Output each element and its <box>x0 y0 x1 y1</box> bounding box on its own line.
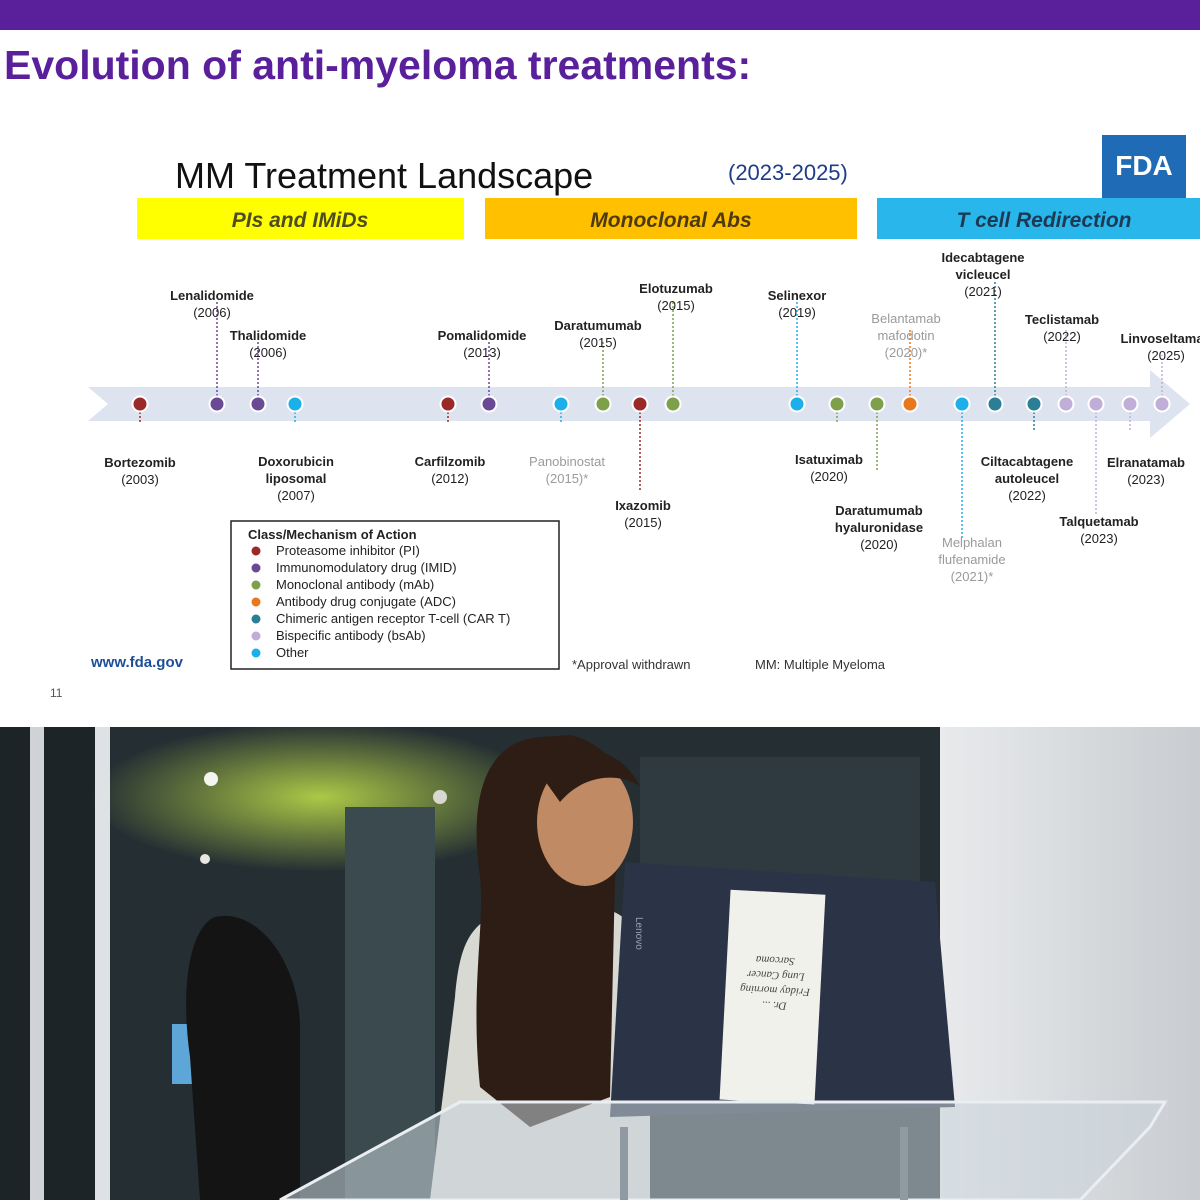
legend-item-label: Monoclonal antibody (mAb) <box>276 577 434 592</box>
legend-swatch <box>251 546 261 556</box>
legend-swatch <box>251 563 261 573</box>
laptop-brand: Lenovo <box>633 917 644 950</box>
timeline-marker <box>480 395 498 413</box>
landscape-years: (2023-2025) <box>728 160 848 185</box>
timeline-marker <box>1087 395 1105 413</box>
legend-item-label: Bispecific antibody (bsAb) <box>276 628 426 643</box>
timeline-marker <box>286 395 304 413</box>
timeline-label: Thalidomide(2006) <box>230 328 307 360</box>
timeline-label: Talquetamab(2023) <box>1059 514 1138 546</box>
timeline-label: Bortezomib(2003) <box>104 455 176 487</box>
fda-website: www.fda.gov <box>90 654 184 671</box>
timeline-label: Ixazomib(2015) <box>615 498 671 530</box>
legend-item-label: Other <box>276 645 309 660</box>
handwritten-note-line: Lung Cancer <box>746 968 806 983</box>
category-bar-pis <box>137 198 464 239</box>
category-bar-pis-label: PIs and IMiDs <box>232 209 369 232</box>
slide-page-number: 11 <box>50 686 63 700</box>
top-accent-bar <box>0 0 1200 30</box>
handwritten-note-line: Dr. ... <box>762 998 788 1011</box>
fda-logo: FDA <box>1115 150 1173 181</box>
legend-swatch <box>251 580 261 590</box>
handwritten-note-line: Friday morning <box>739 982 811 998</box>
timeline-marker <box>631 395 649 413</box>
timeline-label: Selinexor(2019) <box>768 288 827 320</box>
timeline-label: Panobinostat(2015)* <box>529 454 605 486</box>
timeline-marker <box>439 395 457 413</box>
legend-box <box>230 520 560 670</box>
timeline-markers <box>131 395 1171 413</box>
timeline-label: Teclistamab(2022) <box>1025 312 1099 344</box>
timeline-marker <box>953 395 971 413</box>
timeline-label: Elotuzumab(2015) <box>639 281 713 313</box>
legend-swatch <box>251 631 261 641</box>
footnote-withdrawn: *Approval withdrawn <box>572 657 691 672</box>
treatment-landscape-diagram: MM Treatment Landscape (2023-2025) FDA P… <box>50 135 1200 700</box>
timeline-label: Pomalidomide(2013) <box>438 328 527 360</box>
timeline-marker <box>664 395 682 413</box>
speaker-photo: Dr. ... Friday morning Lung Cancer Sarco… <box>0 727 1200 1200</box>
timeline-connectors <box>139 282 1163 540</box>
legend-item-label: Immunomodulatory drug (IMID) <box>276 560 457 575</box>
timeline-marker <box>1153 395 1171 413</box>
timeline-marker <box>788 395 806 413</box>
timeline-marker <box>828 395 846 413</box>
legend-items: Proteasome inhibitor (PI) Immunomodulator… <box>251 543 510 660</box>
timeline-marker <box>552 395 570 413</box>
category-bar-mabs <box>485 198 857 239</box>
timeline-label: Isatuximab(2020) <box>795 452 863 484</box>
slide-heading: Evolution of anti-myeloma treatments: <box>4 42 752 88</box>
legend-swatch <box>251 648 261 658</box>
timeline-marker <box>208 395 226 413</box>
legend-item-label: Antibody drug conjugate (ADC) <box>276 594 456 609</box>
landscape-title: MM Treatment Landscape <box>175 155 593 196</box>
legend-item-label: Chimeric antigen receptor T-cell (CAR T) <box>276 611 510 626</box>
timeline-marker <box>1057 395 1075 413</box>
category-bar-mabs-label: Monoclonal Abs <box>590 209 751 232</box>
footnote-mm: MM: Multiple Myeloma <box>755 657 886 672</box>
timeline-labels: Bortezomib(2003) Lenalidomide(2006) Thalid… <box>104 250 1200 584</box>
handwritten-note-line: Sarcoma <box>755 953 795 967</box>
fda-logo-background <box>1102 135 1186 198</box>
timeline-marker <box>901 395 919 413</box>
timeline-marker <box>131 395 149 413</box>
legend-swatch <box>251 597 261 607</box>
timeline-label: Linvoseltamab(2025) <box>1120 331 1200 363</box>
handwritten-note: Dr. ... Friday morning Lung Cancer Sarco… <box>736 952 813 1013</box>
timeline-marker <box>986 395 1004 413</box>
timeline-marker <box>868 395 886 413</box>
legend-title: Class/Mechanism of Action <box>248 527 417 542</box>
category-bar-tcell <box>877 198 1200 239</box>
category-bar-tcell-label: T cell Redirection <box>956 209 1131 232</box>
timeline-label: Carfilzomib(2012) <box>415 454 486 486</box>
timeline-marker <box>594 395 612 413</box>
legend-item-label: Proteasome inhibitor (PI) <box>276 543 420 558</box>
timeline-label: Lenalidomide(2006) <box>170 288 254 320</box>
legend-swatch <box>251 614 261 624</box>
timeline-marker <box>1025 395 1043 413</box>
timeline-label: Daratumumab(2015) <box>554 318 641 350</box>
timeline-marker <box>1121 395 1139 413</box>
timeline-marker <box>249 395 267 413</box>
timeline-label: Elranatamab(2023) <box>1107 455 1185 487</box>
